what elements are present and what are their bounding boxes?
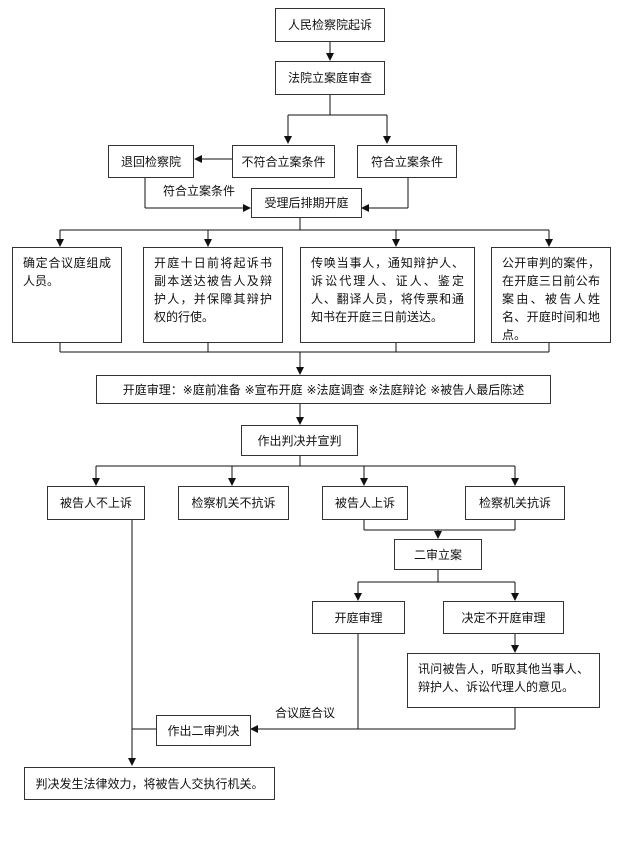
node-deliver-indictment: 开庭十日前将起诉书副本送达被告人及辩护人，并保障其辩护权的行使。 [143,247,283,343]
node-judgment-effective: 判决发生法律效力，将被告人交执行机关。 [24,767,275,800]
node-no-appeal: 被告人不上诉 [47,486,145,520]
node-no-open-trial: 决定不开庭审理 [443,601,564,634]
node-collegial-panel: 确定合议庭组成人员。 [12,247,122,343]
node-public-announcement: 公开审判的案件，在开庭三日前公布案由、被告人姓名、开庭时间和地点。 [491,247,611,343]
label-meet-conditions: 符合立案条件 [163,184,236,198]
node-summon-parties: 传唤当事人，通知辩护人、诉讼代理人、证人、鉴定人、翻译人员，将传票和通知书在开庭… [300,247,475,343]
node-second-judgment: 作出二审判决 [156,715,251,746]
node-meet-conditions: 符合立案条件 [357,145,457,178]
node-open-trial: 开庭审理 [312,601,405,634]
node-second-instance-filing: 二审立案 [394,539,482,570]
node-appeal: 被告人上诉 [322,486,408,520]
node-return-procuratorate: 退回检察院 [108,145,194,178]
node-no-protest: 检察机关不抗诉 [178,486,289,520]
node-protest: 检察机关抗诉 [465,486,565,520]
node-prosecution: 人民检察院起诉 [275,8,385,42]
node-judgment: 作出判决并宣判 [241,425,358,456]
node-court-trial: 开庭审理：※庭前准备 ※宣布开庭 ※法庭调查 ※法庭辩论 ※被告人最后陈述 [96,375,551,404]
node-not-meet-conditions: 不符合立案条件 [232,145,335,178]
label-collegial-deliberation: 合议庭合议 [275,706,336,720]
node-court-review: 法院立案庭审查 [275,61,385,95]
node-inquire-defendant: 讯问被告人，听取其他当事人、辩护人、诉讼代理人的意见。 [407,653,600,708]
node-accept-schedule: 受理后排期开庭 [251,188,362,218]
